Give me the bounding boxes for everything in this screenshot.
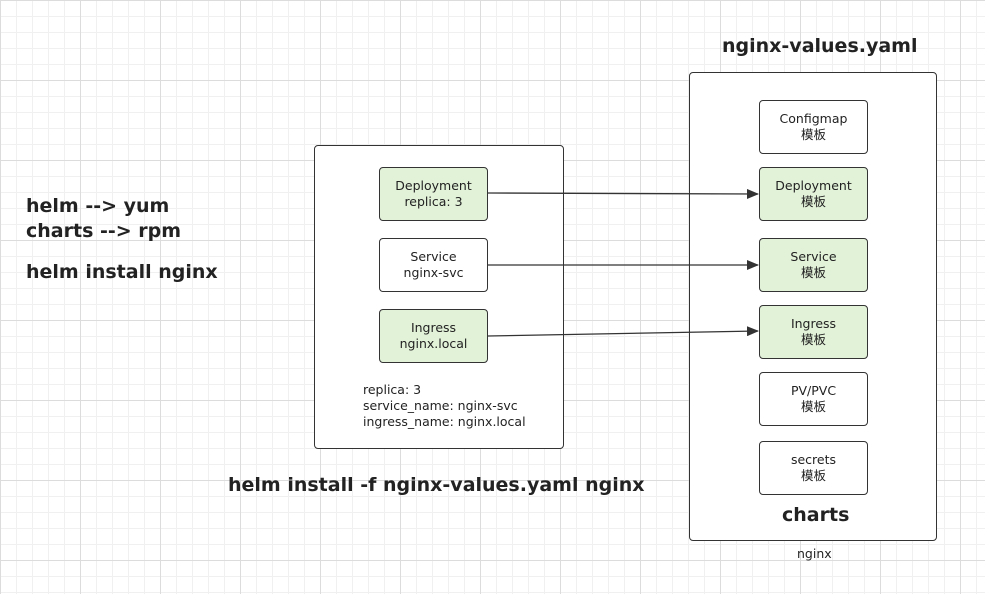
chart-name-caption: nginx	[797, 546, 832, 561]
values-line-service-name: service_name: nginx-svc	[363, 398, 518, 413]
values-line-replica: replica: 3	[363, 382, 422, 397]
node-subtitle: 模板	[800, 399, 826, 414]
note-charts-rpm: charts --> rpm	[26, 220, 182, 242]
template-service-node[interactable]: Service 模板	[759, 238, 868, 292]
charts-label: charts	[782, 504, 850, 526]
node-subtitle: nginx-svc	[403, 265, 464, 280]
node-title: Ingress	[790, 316, 837, 331]
node-title: Service	[410, 249, 457, 264]
node-title: Deployment	[775, 178, 852, 193]
node-subtitle: 模板	[800, 332, 826, 347]
chart-heading: nginx-values.yaml	[722, 35, 918, 57]
template-configmap-node[interactable]: Configmap 模板	[759, 100, 868, 154]
template-pvpvc-node[interactable]: PV/PVC 模板	[759, 372, 868, 426]
template-deployment-node[interactable]: Deployment 模板	[759, 167, 868, 221]
template-ingress-node[interactable]: Ingress 模板	[759, 305, 868, 359]
node-subtitle: replica: 3	[404, 194, 463, 209]
note-helm-install: helm install nginx	[26, 261, 218, 283]
install-command: helm install -f nginx-values.yaml nginx	[228, 474, 645, 496]
values-ingress-node[interactable]: Ingress nginx.local	[379, 309, 488, 363]
node-title: Ingress	[410, 320, 457, 335]
node-subtitle: 模板	[800, 468, 826, 483]
values-listing: replica: 3 service_name: nginx-svc ingre…	[363, 382, 526, 430]
node-title: PV/PVC	[790, 383, 837, 398]
node-title: Deployment	[395, 178, 472, 193]
note-helm-yum: helm --> yum	[26, 195, 170, 217]
template-secrets-node[interactable]: secrets 模板	[759, 441, 868, 495]
values-service-node[interactable]: Service nginx-svc	[379, 238, 488, 292]
values-line-ingress-name: ingress_name: nginx.local	[363, 414, 526, 429]
node-subtitle: 模板	[800, 265, 826, 280]
node-subtitle: 模板	[800, 194, 826, 209]
node-subtitle: nginx.local	[399, 336, 468, 351]
values-deployment-node[interactable]: Deployment replica: 3	[379, 167, 488, 221]
node-title: Service	[790, 249, 837, 264]
node-title: secrets	[790, 452, 837, 467]
node-title: Configmap	[779, 111, 848, 126]
node-subtitle: 模板	[800, 127, 826, 142]
